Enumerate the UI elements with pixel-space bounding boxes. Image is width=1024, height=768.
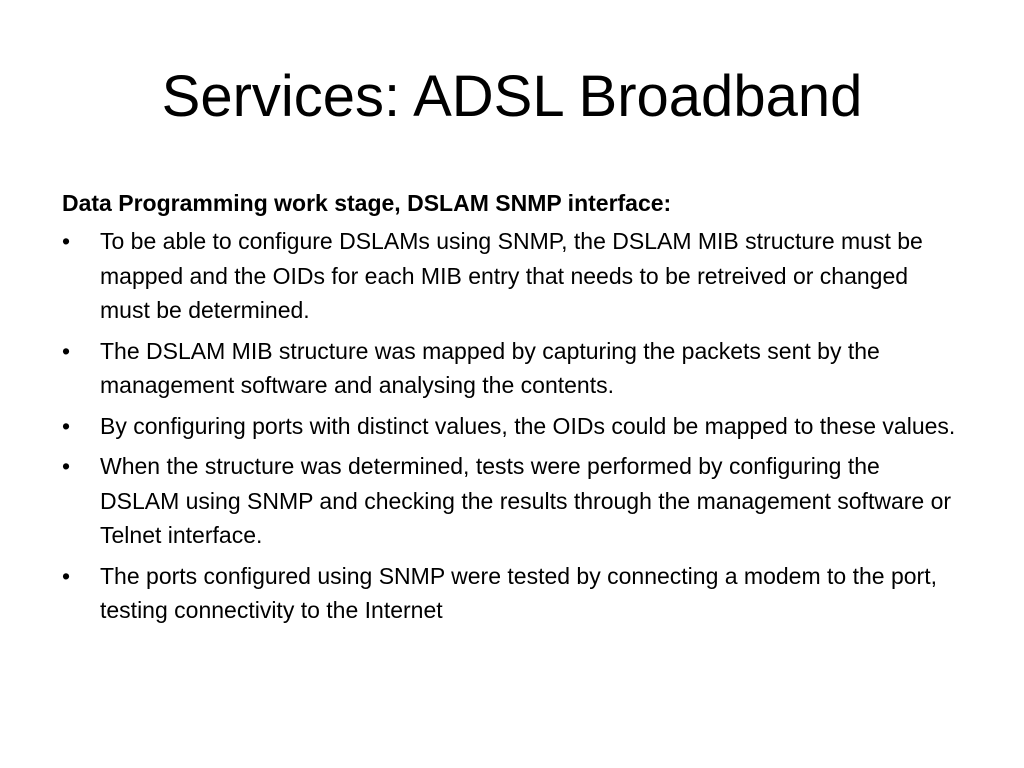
- bullet-dot-icon: •: [62, 337, 71, 364]
- section-heading: Data Programming work stage, DSLAM SNMP …: [62, 190, 672, 216]
- bullet-dot-icon: •: [62, 228, 71, 254]
- bullet-list: • To be able to configure DSLAMs using S…: [62, 224, 962, 628]
- bullet-text: The ports configured using SNMP were tes…: [100, 562, 937, 624]
- bullet-item: • The DSLAM MIB structure was mapped by …: [62, 334, 962, 403]
- slide-title: Services: ADSL Broadband: [161, 64, 863, 129]
- bullet-text: When the structure was determined, tests…: [100, 453, 952, 548]
- bullet-dot-icon: •: [62, 412, 71, 439]
- bullet-text: The DSLAM MIB structure was mapped by ca…: [100, 337, 880, 399]
- bullet-item: • By configuring ports with distinct val…: [62, 409, 962, 444]
- bullet-item: • To be able to configure DSLAMs using S…: [62, 224, 962, 328]
- slide-content: Data Programming work stage, DSLAM SNMP …: [62, 186, 962, 634]
- bullet-dot-icon: •: [62, 562, 71, 589]
- bullet-item: • When the structure was determined, tes…: [62, 449, 962, 553]
- bullet-dot-icon: •: [62, 453, 71, 479]
- bullet-item: • The ports configured using SNMP were t…: [62, 559, 962, 628]
- bullet-text: By configuring ports with distinct value…: [100, 412, 956, 439]
- bullet-text: To be able to configure DSLAMs using SNM…: [100, 228, 923, 323]
